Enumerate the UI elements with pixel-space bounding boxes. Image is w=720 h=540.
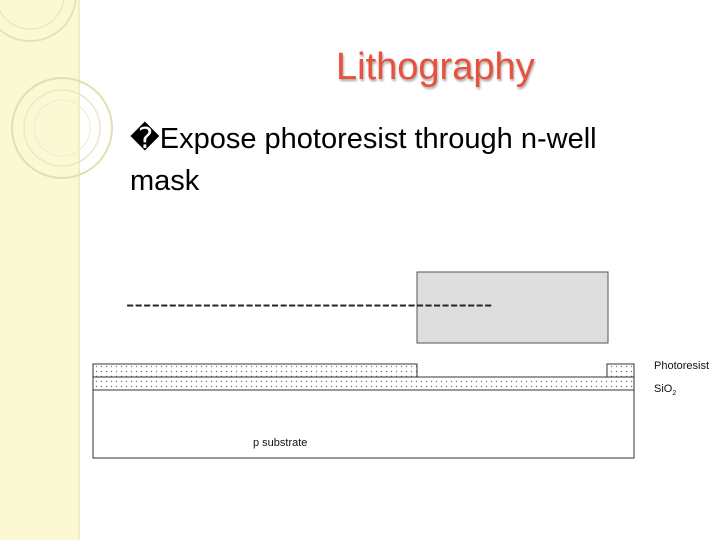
sio2-label-subscript: 2 xyxy=(672,390,676,397)
bullet-marker: � xyxy=(130,123,160,155)
p-substrate xyxy=(92,389,635,459)
photoresist-layer-left xyxy=(92,363,418,378)
sio2-layer xyxy=(92,376,635,391)
sio2-label: SiO2 xyxy=(654,383,676,397)
mask-block xyxy=(416,271,609,344)
photoresist-label: Photoresist xyxy=(654,360,709,372)
decorative-circles xyxy=(0,0,113,179)
substrate-label: p substrate xyxy=(253,437,307,449)
sio2-label-base: SiO xyxy=(654,383,673,395)
bullet-text: Expose photoresist through n-well mask xyxy=(130,123,597,197)
side-panel-edge xyxy=(78,0,80,540)
lithography-diagram: ----------------------------------------… xyxy=(92,271,709,459)
bullet-item: �Expose photoresist through n-well mask xyxy=(130,118,670,202)
photoresist-layer-right xyxy=(606,363,635,378)
slide-title: Lithography xyxy=(336,46,535,88)
mask-dashes: ----------------------------------------… xyxy=(126,290,493,318)
